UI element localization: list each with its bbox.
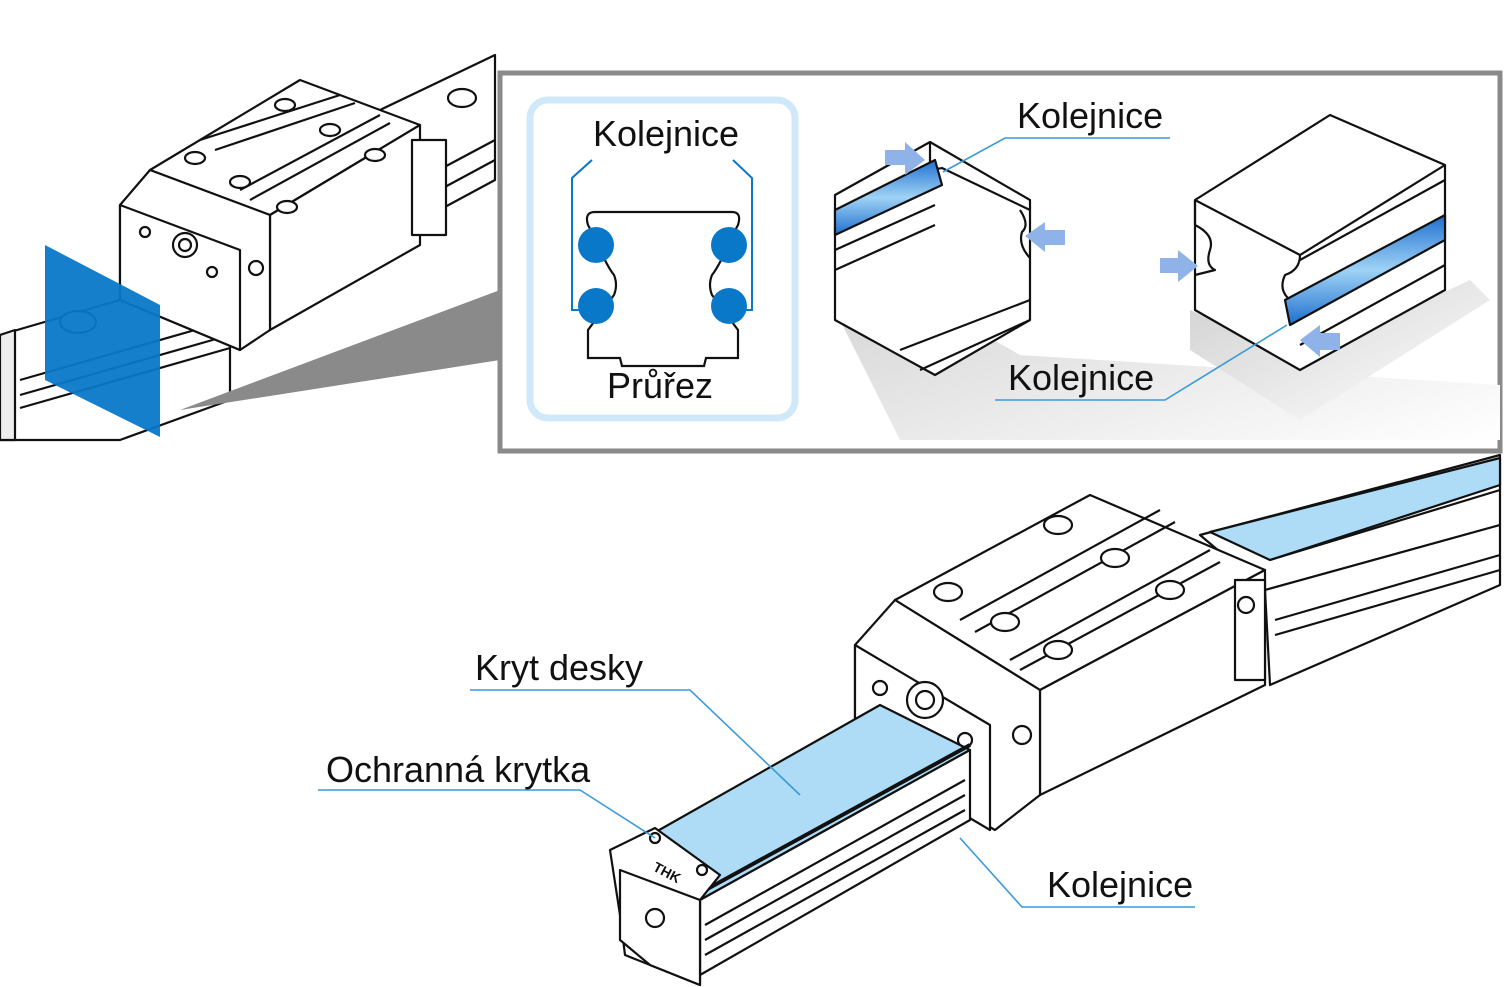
ball-contact: [711, 288, 747, 324]
arrow-icon: [885, 142, 925, 175]
ball-contact: [711, 227, 747, 263]
inset-callouts: [942, 137, 1288, 401]
zoom-wedge: [180, 290, 500, 410]
inset-panel: Kolejnice Průřez: [497, 70, 1503, 454]
top-left-block: [118, 78, 448, 352]
ball-contact: [578, 227, 614, 263]
end-cap-label: Ochranná krytka: [326, 749, 591, 790]
end-cap: THK: [608, 826, 722, 987]
ball-contact: [578, 288, 614, 324]
inset-rail-upper-label: Kolejnice: [1017, 95, 1163, 136]
bottom-assembly: THK: [608, 453, 1502, 987]
bottom-rail-far: [1198, 453, 1502, 687]
arrow-icon: [1300, 325, 1340, 357]
section-plane: [45, 245, 160, 437]
plate-cover-label: Kryt desky: [475, 647, 643, 688]
contact-arrows: [885, 142, 1340, 357]
cross-section-bottom-label: Průřez: [607, 365, 713, 406]
top-left-assembly: [0, 53, 500, 442]
inset-rail-lower-label: Kolejnice: [1008, 357, 1154, 398]
cross-section-panel: Kolejnice Průřez: [526, 96, 799, 422]
bottom-callouts: [318, 689, 1195, 908]
arrow-icon: [1025, 222, 1065, 252]
bottom-rail-label: Kolejnice: [1047, 864, 1193, 905]
arrow-icon: [1160, 250, 1198, 282]
cross-section-top-label: Kolejnice: [593, 113, 739, 154]
